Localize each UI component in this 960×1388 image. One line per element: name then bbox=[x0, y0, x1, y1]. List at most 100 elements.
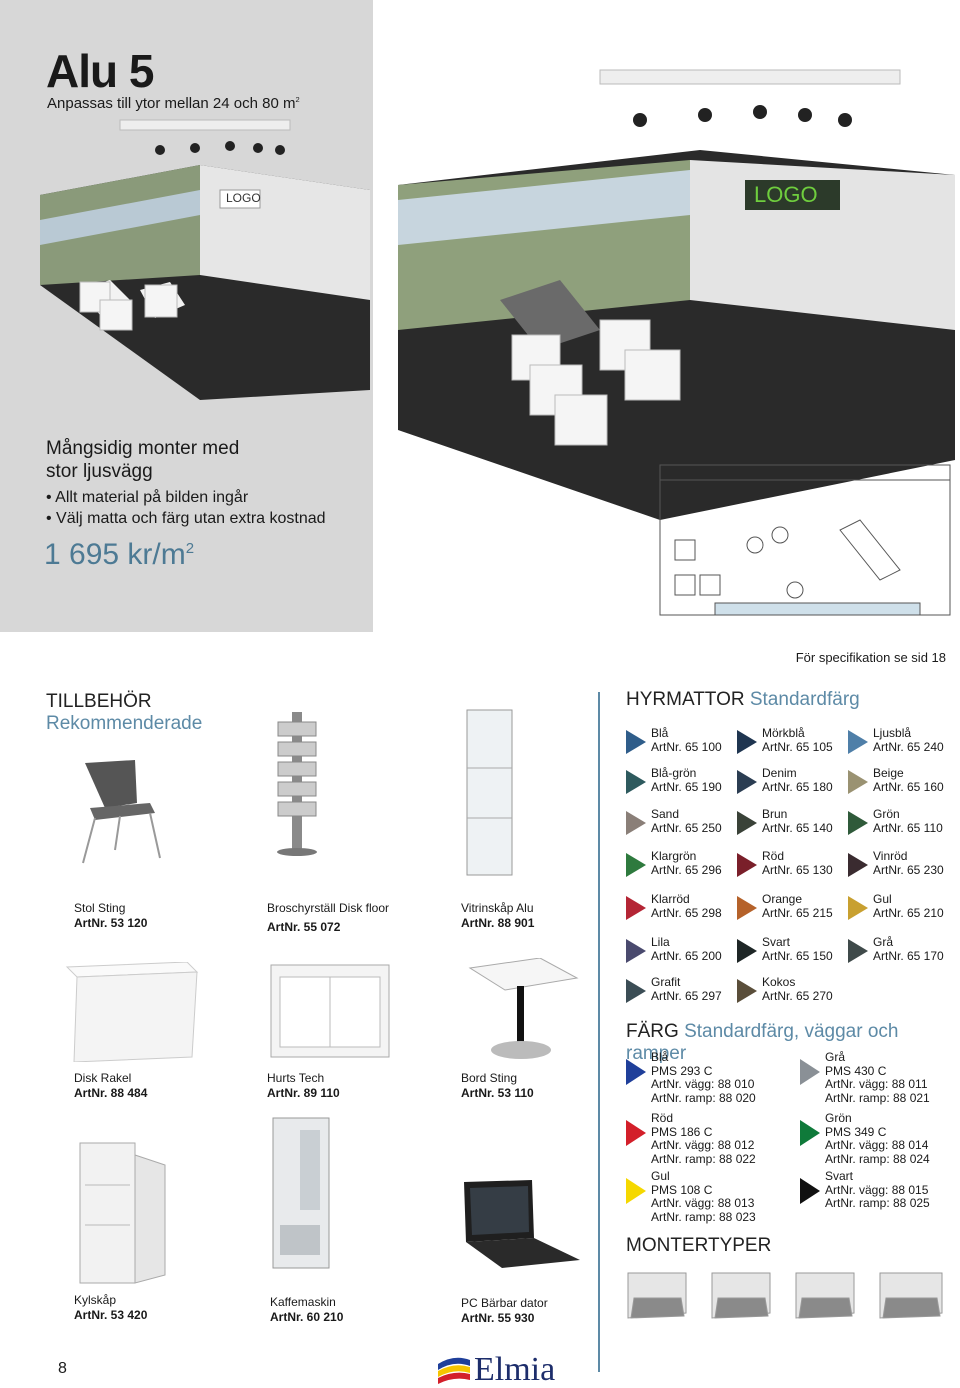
paint-color-icon bbox=[800, 1059, 820, 1085]
carpet-swatch-artnr: ArtNr. 65 296 bbox=[651, 863, 722, 877]
carpet-swatch-name: Lila bbox=[651, 935, 670, 949]
hero-bullets: • Allt material på bilden ingår • Välj m… bbox=[46, 489, 326, 527]
spec-note: För specifikation se sid 18 bbox=[795, 650, 946, 665]
paint-color-ramp: ArtNr. ramp: 88 025 bbox=[825, 1196, 930, 1210]
elmia-logo-icon bbox=[438, 1357, 470, 1384]
carpet-swatch-name: Vinröd bbox=[873, 849, 908, 863]
carpet-swatch-icon bbox=[737, 896, 757, 920]
paint-color-vagg: ArtNr. vägg: 88 010 bbox=[651, 1077, 755, 1091]
paint-color-vagg: ArtNr. vägg: 88 015 bbox=[825, 1182, 929, 1197]
booth-types-illustration bbox=[627, 1272, 943, 1319]
carpet-swatch-icon bbox=[737, 770, 757, 794]
paint-color-pms: PMS 108 C bbox=[651, 1182, 713, 1197]
paint-color-ramp: ArtNr. ramp: 88 023 bbox=[651, 1209, 756, 1224]
booth-illustration: LOGO LOGO bbox=[40, 69, 955, 616]
chair-image bbox=[82, 760, 161, 864]
table-image bbox=[468, 958, 579, 1059]
price: 1 695 kr/m2 bbox=[44, 538, 195, 571]
carpet-swatch-artnr: ArtNr. 65 230 bbox=[873, 863, 944, 877]
carpet-swatch-artnr: ArtNr. 65 140 bbox=[762, 821, 833, 835]
carpet-swatch-name: Grön bbox=[873, 807, 900, 821]
carpet-swatch-name: Sand bbox=[651, 807, 680, 821]
carpet-swatch-icon bbox=[626, 770, 646, 794]
floor-plan bbox=[659, 464, 951, 616]
carpet-swatch-name: Klarröd bbox=[651, 892, 690, 906]
carpet-swatch-name: Klargrön bbox=[651, 849, 697, 863]
carpet-swatch-name: Beige bbox=[873, 766, 904, 780]
carpet-swatch-artnr: ArtNr. 65 190 bbox=[651, 780, 722, 794]
booth-sign-small: LOGO bbox=[226, 191, 261, 205]
paint-color-name: Svart bbox=[825, 1169, 854, 1183]
paint-color-icon bbox=[626, 1178, 646, 1204]
paint-color-ramp: ArtNr. ramp: 88 024 bbox=[825, 1151, 930, 1166]
paint-color-pms: PMS 349 C bbox=[825, 1124, 887, 1139]
paint-color-ramp: ArtNr. ramp: 88 020 bbox=[651, 1090, 756, 1105]
carpet-swatch-artnr: ArtNr. 65 105 bbox=[762, 740, 833, 754]
carpet-swatch-name: Mörkblå bbox=[762, 726, 805, 740]
carpet-swatch-icon bbox=[737, 853, 757, 877]
carpet-swatch-artnr: ArtNr. 65 210 bbox=[873, 906, 944, 920]
carpet-swatch-name: Kokos bbox=[762, 975, 796, 989]
carpet-swatch-icon bbox=[737, 939, 757, 963]
carpet-swatch-name: Grå bbox=[873, 935, 894, 949]
carpet-swatch-icon bbox=[737, 979, 757, 1003]
carpet-swatch-artnr: ArtNr. 65 297 bbox=[651, 989, 722, 1003]
paint-color-pms: PMS 186 C bbox=[651, 1124, 713, 1139]
carpet-swatch-artnr: ArtNr. 65 150 bbox=[762, 949, 833, 963]
paint-color-vagg: ArtNr. vägg: 88 012 bbox=[651, 1138, 755, 1152]
brochure-stand-image bbox=[277, 712, 317, 856]
carpet-swatch-artnr: ArtNr. 65 170 bbox=[873, 949, 944, 963]
carpet-swatch-artnr: ArtNr. 65 298 bbox=[651, 906, 722, 920]
fridge-image bbox=[79, 1142, 166, 1284]
paint-color-vagg: ArtNr. vägg: 88 011 bbox=[825, 1077, 928, 1091]
carpet-swatch-icon bbox=[848, 730, 868, 754]
paint-color-vagg: ArtNr. vägg: 88 013 bbox=[651, 1196, 755, 1210]
carpet-swatch-icon bbox=[737, 730, 757, 754]
carpet-swatch-name: Svart bbox=[762, 935, 791, 949]
page-title: Alu 5 bbox=[46, 45, 154, 97]
carpet-swatch-icon bbox=[848, 896, 868, 920]
carpet-swatch-name: Denim bbox=[762, 766, 797, 780]
small-booth bbox=[40, 119, 370, 400]
carpet-swatch-name: Blå-grön bbox=[651, 766, 697, 780]
carpet-swatch-name: Brun bbox=[762, 807, 788, 821]
elmia-logo: Elmia bbox=[436, 1352, 566, 1388]
paint-color-ramp: ArtNr. ramp: 88 021 bbox=[825, 1090, 930, 1105]
paint-color-name: Grön bbox=[825, 1111, 852, 1125]
page-subtitle: Anpassas till ytor mellan 24 och 80 m2 bbox=[47, 95, 300, 112]
carpet-swatch-artnr: ArtNr. 65 200 bbox=[651, 949, 722, 963]
carpet-swatch-icon bbox=[848, 853, 868, 877]
paint-color-pms: PMS 293 C bbox=[651, 1063, 713, 1078]
carpet-swatch-name: Röd bbox=[762, 849, 785, 863]
column-divider bbox=[598, 692, 600, 1372]
paint-color-vagg: ArtNr. vägg: 88 014 bbox=[825, 1138, 929, 1152]
carpet-swatch-icon bbox=[737, 811, 757, 835]
carpet-swatch-artnr: ArtNr. 65 270 bbox=[762, 989, 833, 1003]
carpet-swatch-icon bbox=[848, 811, 868, 835]
drawer-cabinet-image bbox=[270, 964, 390, 1058]
carpet-swatch-icon bbox=[626, 730, 646, 754]
paint-color-icon bbox=[626, 1059, 646, 1085]
tillbehor-heading: TILLBEHÖR Rekommenderade bbox=[46, 691, 203, 734]
